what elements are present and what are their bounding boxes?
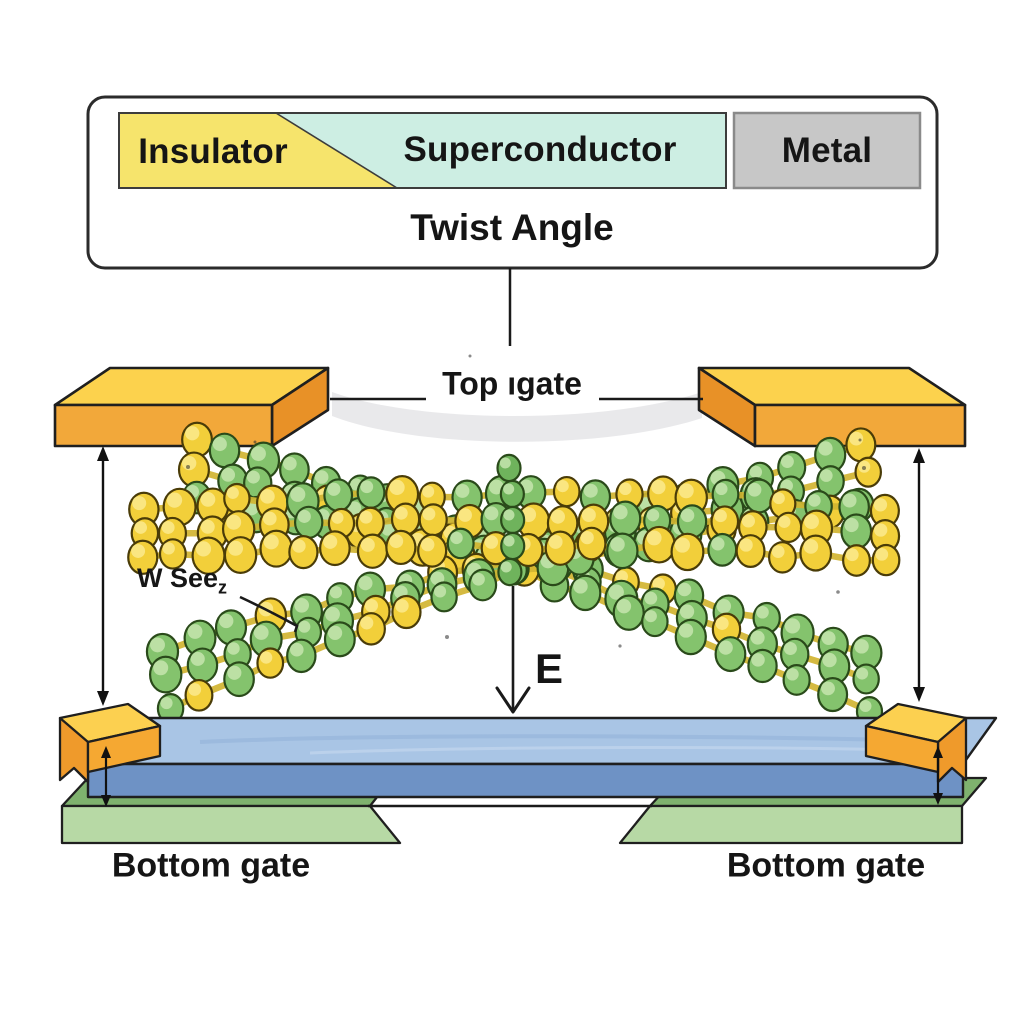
left-gap-arrow: [101, 746, 111, 807]
top-gate-right-block: [697, 366, 967, 448]
material-label: W Seez: [137, 563, 227, 598]
speckles: [186, 354, 866, 648]
right-field-arrow: [913, 448, 925, 702]
twist-angle-label: Twist Angle: [410, 207, 614, 248]
legend-box: [86, 95, 939, 346]
lattice-atoms: [127, 421, 901, 727]
legend-region-insulator: [119, 113, 397, 188]
top-gate-left-block: [53, 366, 330, 448]
bottom-gate-left-pad: [58, 702, 162, 784]
e-field-label: E: [534, 645, 564, 692]
legend-label-insulator: Insulator: [138, 132, 288, 171]
substrate-blue-slab: [86, 716, 998, 799]
right-gap-arrow: [933, 746, 943, 805]
bottom-gate-left-label: Bottom gate: [111, 846, 311, 885]
legend-label-superconductor: Superconductor: [403, 130, 677, 169]
top-gate-label: Top ıgate: [442, 365, 582, 402]
material-pointer-line: [239, 595, 299, 633]
material-label-subscript: z: [218, 577, 228, 598]
left-field-arrow: [97, 446, 109, 706]
gate-shadow: [332, 392, 702, 442]
bottom-gate-right-label: Bottom gate: [726, 846, 926, 885]
legend-region-superconductor: [276, 113, 726, 188]
legend-label-metal: Metal: [781, 131, 873, 170]
material-label-text: W See: [137, 563, 219, 593]
bottom-gate-right-pad: [864, 702, 968, 784]
legend-region-metal: [732, 111, 922, 190]
e-field-arrow: [495, 586, 531, 714]
